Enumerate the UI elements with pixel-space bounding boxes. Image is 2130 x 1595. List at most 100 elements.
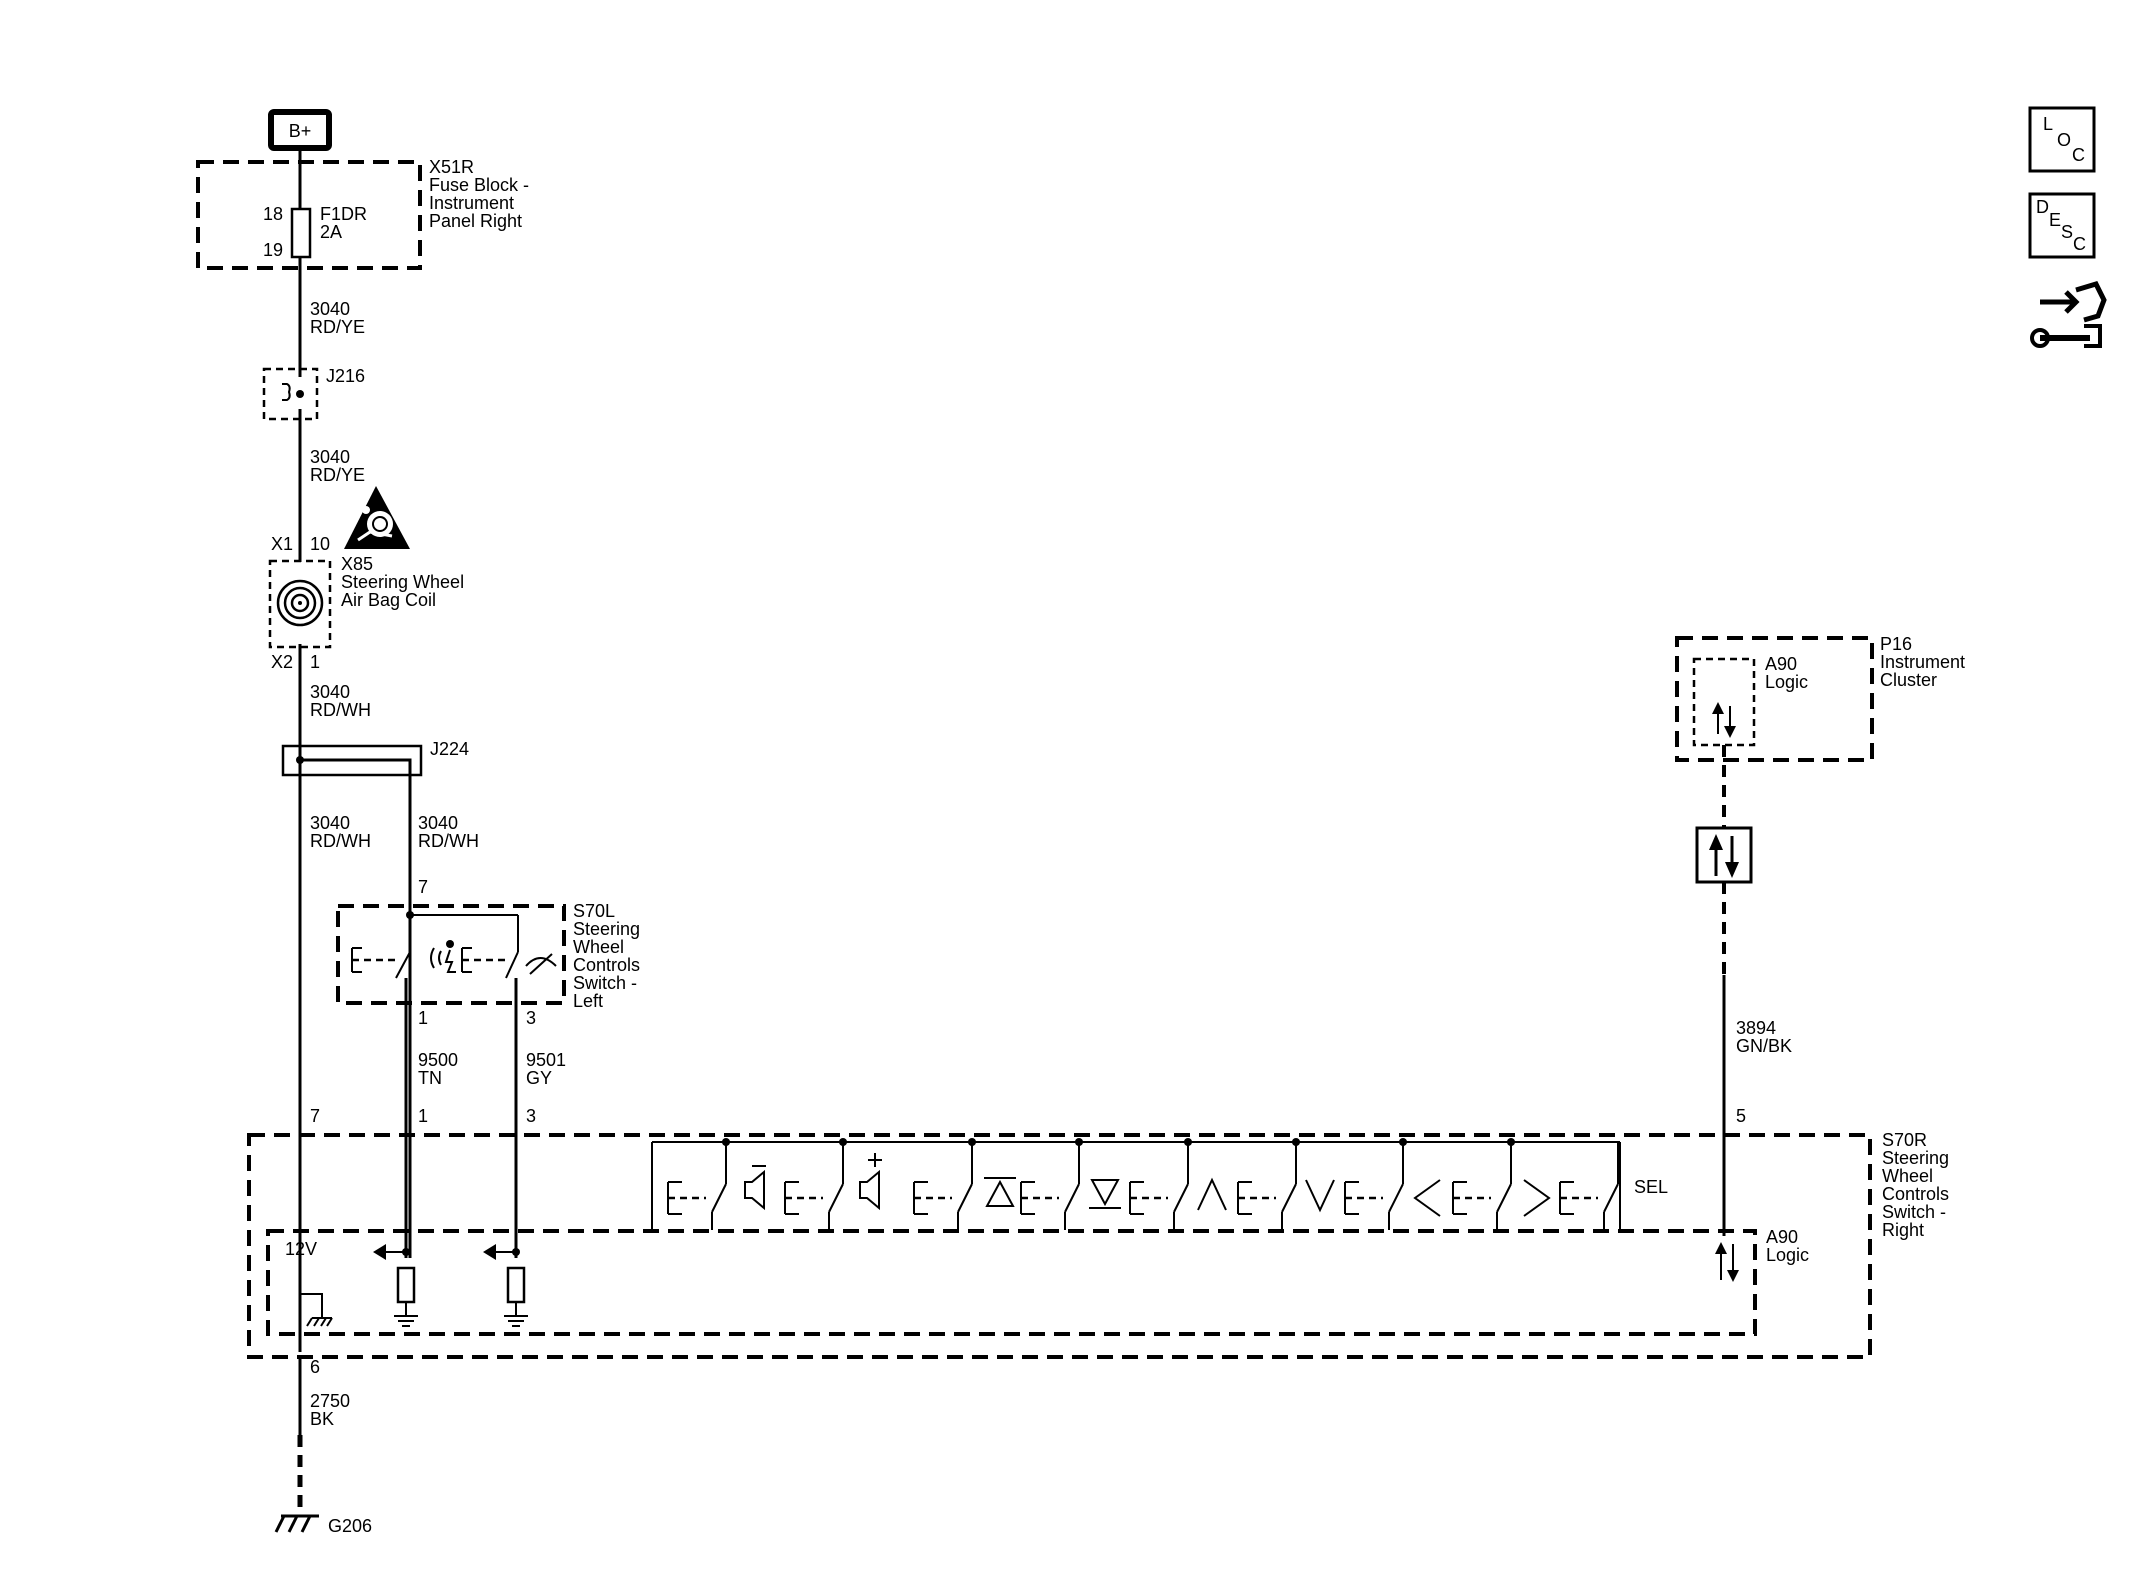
seek-down-icon (1089, 1179, 1121, 1209)
fuse-pin-out: 19 (263, 240, 283, 260)
cluster-logic-arrows-icon (1712, 702, 1736, 738)
fuse-rating: 2A (320, 222, 342, 242)
desc-icon[interactable]: D E S C (2028, 192, 2096, 259)
cluster-logic-label-2: Logic (1765, 672, 1808, 692)
power-label: B+ (289, 121, 312, 141)
right-logic-label-2: Logic (1766, 1245, 1809, 1265)
left-switch-pin-out-a: 1 (418, 1008, 428, 1028)
switch-7 (1343, 1140, 1405, 1232)
left-switch-name-5: Left (573, 991, 603, 1011)
coil-conn-top: X1 (271, 534, 293, 554)
right-switch-name-4: Switch - (1882, 1202, 1946, 1222)
wire-4-circuit: 3040 (310, 813, 350, 833)
switch-2 (783, 1140, 845, 1232)
pulldown-resistor-2 (483, 1244, 530, 1328)
wire-8-circuit: 3894 (1736, 1018, 1776, 1038)
wire-7-color: GY (526, 1068, 552, 1088)
wire-9-color: BK (310, 1409, 334, 1429)
loc-letter-3: C (2072, 145, 2085, 165)
right-logic-arrows-icon (1715, 1242, 1739, 1282)
left-switch-pin-in: 7 (418, 877, 428, 897)
right-switch-pin-3: 3 (526, 1106, 536, 1126)
right-switch-pin-5: 5 (1736, 1106, 1746, 1126)
fuse-block-name-2: Instrument (429, 193, 514, 213)
cluster-id: P16 (1880, 634, 1912, 654)
cluster-name-1: Instrument (1880, 652, 1965, 672)
fuse-id: F1DR (320, 204, 367, 224)
fuse-block: 18 19 F1DR 2A X51R Fuse Block - Instrume… (196, 157, 529, 270)
left-switch-name-4: Switch - (573, 973, 637, 993)
coil-pin-top: 10 (310, 534, 330, 554)
airbag-coil: X1 10 X85 Steering Wheel Air Bag Coil X2… (268, 534, 464, 672)
airbag-warning-icon (344, 486, 410, 549)
chevron-left-icon (1413, 1179, 1441, 1217)
switch-4 (1019, 1140, 1081, 1232)
right-switch-pin-6: 6 (310, 1357, 320, 1377)
serial-data-symbol (1695, 826, 1753, 884)
internal-ground-icon (299, 1293, 333, 1334)
right-switch-pin-7: 7 (310, 1106, 320, 1126)
desc-letter-2: E (2049, 210, 2061, 230)
seek-up-icon (984, 1177, 1016, 1207)
splice-j224: J224 (281, 739, 469, 1258)
connector-wrench-icon[interactable] (2030, 281, 2107, 348)
wire-4-color: RD/WH (310, 831, 371, 851)
cluster-logic-label-1: A90 (1765, 654, 1797, 674)
right-switch-name-2: Wheel (1882, 1166, 1933, 1186)
voice-command-icon (430, 940, 456, 973)
switch-3 (912, 1140, 974, 1232)
right-controls-switch: 7 1 3 5 12V (247, 1106, 1949, 1377)
right-logic-label-1: A90 (1766, 1227, 1798, 1247)
volume-up-icon (859, 1153, 882, 1211)
supply-12v-label: 12V (285, 1239, 317, 1259)
chevron-down-icon (1305, 1179, 1335, 1213)
wire-3-color: RD/WH (310, 700, 371, 720)
left-controls-switch: 7 S70L Steering Wheel Controls Sw (336, 877, 640, 1028)
splice-j224-label: J224 (430, 739, 469, 759)
left-switch-id: S70L (573, 901, 615, 921)
coil-pin-bottom: 1 (310, 652, 320, 672)
ground-id: G206 (328, 1516, 372, 1536)
splice-j216-label: J216 (326, 366, 365, 386)
phone-hangup-icon (525, 953, 557, 975)
wire-8-color: GN/BK (1736, 1036, 1792, 1056)
right-switch-name-3: Controls (1882, 1184, 1949, 1204)
volume-down-icon (744, 1165, 766, 1211)
coil-name-1: Steering Wheel (341, 572, 464, 592)
wire-5-circuit: 3040 (418, 813, 458, 833)
wire-1-color: RD/YE (310, 317, 365, 337)
wire-6-circuit: 9500 (418, 1050, 458, 1070)
instrument-cluster: A90 Logic P16 Instrument Cluster (1675, 634, 1965, 762)
battery-power-symbol: B+ (268, 109, 332, 151)
right-switch-name-1: Steering (1882, 1148, 1949, 1168)
loc-letter-2: O (2057, 130, 2071, 150)
cluster-name-2: Cluster (1880, 670, 1937, 690)
chevron-right-icon (1523, 1179, 1551, 1217)
right-switch-id: S70R (1882, 1130, 1927, 1150)
wire-6-color: TN (418, 1068, 442, 1088)
coil-conn-bottom: X2 (271, 652, 293, 672)
fuse-block-name-3: Panel Right (429, 211, 522, 231)
left-switch-pin-out-b: 3 (526, 1008, 536, 1028)
switch-6 (1236, 1140, 1298, 1232)
switch-5 (1128, 1140, 1190, 1232)
chevron-up-icon (1197, 1177, 1227, 1211)
switch-9 (1558, 1140, 1620, 1232)
left-switch-name-3: Controls (573, 955, 640, 975)
splice-j216: J216 (262, 366, 365, 421)
coil-name-2: Air Bag Coil (341, 590, 436, 610)
right-switch-pin-1: 1 (418, 1106, 428, 1126)
wire-1-circuit: 3040 (310, 299, 350, 319)
left-switch-name-1: Steering (573, 919, 640, 939)
loc-letter-1: L (2043, 114, 2053, 134)
left-switch-name-2: Wheel (573, 937, 624, 957)
coil-id: X85 (341, 554, 373, 574)
wire-7-circuit: 9501 (526, 1050, 566, 1070)
switch-8 (1451, 1140, 1513, 1232)
fuse-block-name-1: Fuse Block - (429, 175, 529, 195)
right-switch-name-5: Right (1882, 1220, 1924, 1240)
wire-2-color: RD/YE (310, 465, 365, 485)
select-label: SEL (1634, 1177, 1668, 1197)
loc-icon[interactable]: L O C (2028, 106, 2096, 173)
